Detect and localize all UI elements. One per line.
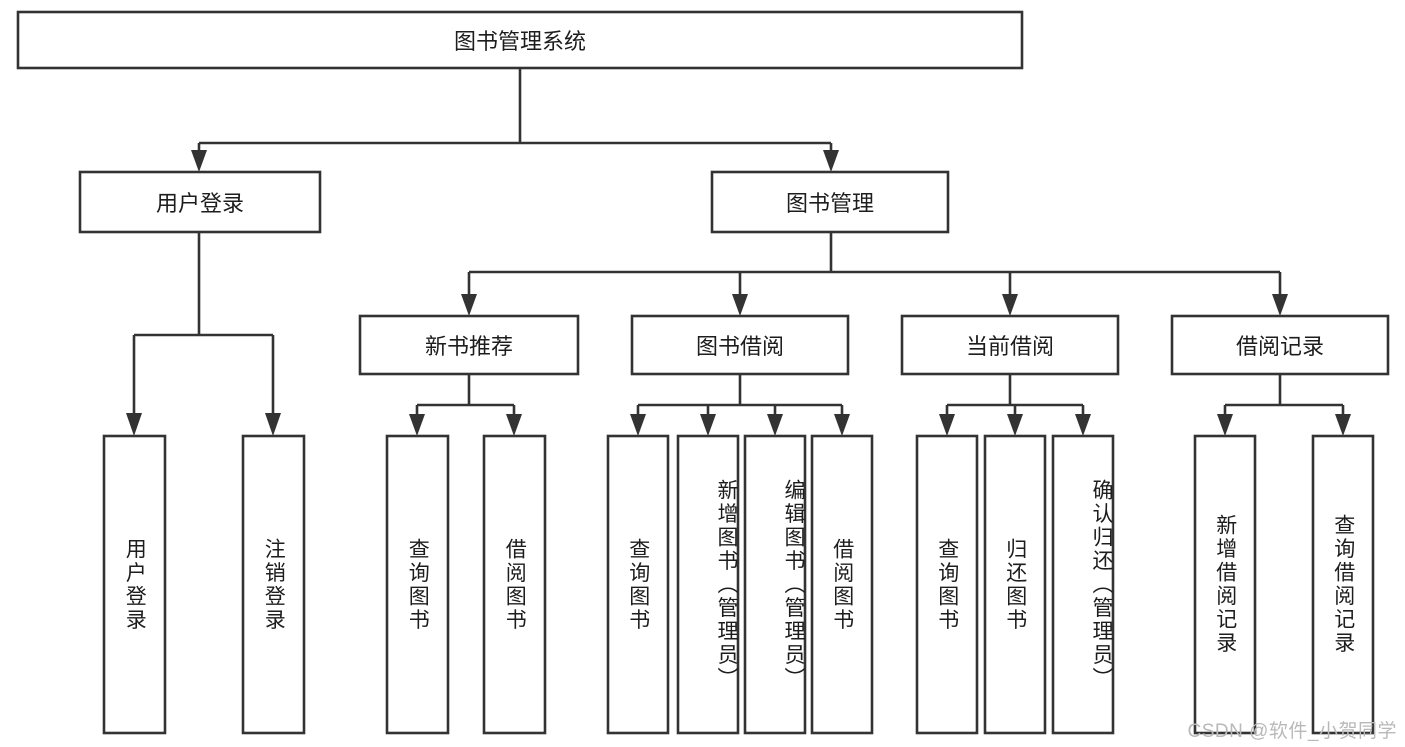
node-box-add-book-admin[interactable] [676, 434, 740, 735]
arrow-head-current-borrow [1002, 294, 1018, 316]
arrow-head-book-borrow [732, 294, 748, 316]
arrow-head-query-borrow-record [1335, 414, 1351, 436]
node-box-edit-book-admin[interactable] [743, 434, 807, 735]
node-box-user-login[interactable] [78, 170, 322, 234]
arrow-head-user-login-do [126, 413, 142, 436]
arrow-head-add-book-admin [700, 414, 716, 436]
node-box-borrow-book-1[interactable] [482, 434, 547, 735]
node-box-borrow-book-2[interactable] [810, 434, 874, 735]
node-box-query-book-2[interactable] [606, 434, 670, 735]
arrow-head-user-logout [265, 413, 281, 436]
arrow-head-return-book [1007, 414, 1023, 436]
arrow-head-edit-book-admin [767, 414, 783, 436]
node-box-borrow-record[interactable] [1170, 314, 1390, 376]
arrow-head-add-borrow-record [1217, 414, 1233, 436]
node-box-user-login-do[interactable] [102, 434, 167, 735]
node-box-book-management[interactable] [710, 170, 950, 234]
watermark-text: CSDN @软件_小贺同学 [1187, 721, 1397, 742]
node-box-query-borrow-record[interactable] [1311, 434, 1375, 735]
connector-group-borrow-record [1217, 374, 1351, 436]
arrow-head-user-login [191, 150, 207, 172]
node-box-query-book-3[interactable] [915, 434, 979, 735]
arrow-head-query-book-2 [630, 414, 646, 436]
connector-group-new-book-recommend [409, 374, 522, 436]
node-box-root[interactable] [16, 10, 1024, 70]
arrow-head-query-book-3 [939, 414, 955, 436]
connector-group-book-borrow [630, 374, 850, 436]
connector-group-root [191, 68, 839, 172]
arrow-head-confirm-return-admin [1075, 414, 1091, 436]
arrow-head-borrow-record [1272, 294, 1288, 316]
arrow-head-query-book-1 [409, 414, 425, 436]
connector-group-current-borrow [939, 374, 1091, 436]
node-box-return-book[interactable] [983, 434, 1047, 735]
node-box-current-borrow[interactable] [900, 314, 1120, 376]
node-box-new-book-recommend[interactable] [358, 314, 580, 376]
connector-group-book-management [461, 232, 1288, 316]
node-box-query-book-1[interactable] [385, 434, 450, 735]
arrow-head-book-management [823, 150, 839, 172]
node-box-add-borrow-record[interactable] [1193, 434, 1257, 735]
node-box-book-borrow[interactable] [630, 314, 850, 376]
node-box-confirm-return-admin[interactable] [1051, 434, 1115, 735]
arrow-head-new-book-recommend [461, 294, 477, 316]
arrow-head-borrow-book-2 [834, 414, 850, 436]
arrow-head-borrow-book-1 [506, 414, 522, 436]
node-box-user-logout[interactable] [241, 434, 306, 735]
connector-group-user-login [126, 232, 281, 436]
